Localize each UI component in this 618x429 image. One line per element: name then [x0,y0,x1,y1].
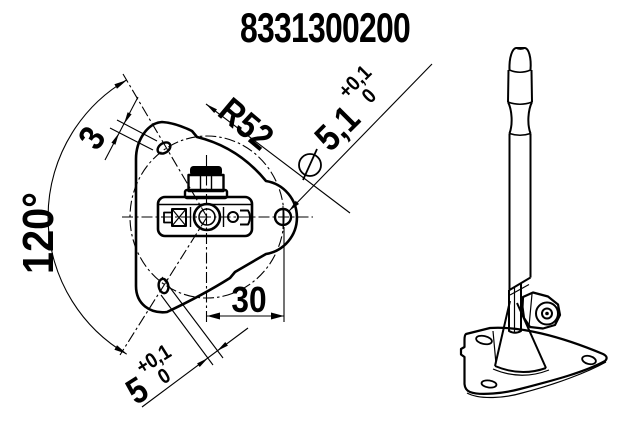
part-number-text: 8331300200 [240,4,411,51]
base-plate-outline [459,326,608,395]
rod-upper-right [530,69,533,103]
spacing-arrow-left [207,312,220,320]
diameter-leader [288,63,433,212]
nut-face-outer [535,301,559,326]
nut-face-dot [545,311,549,316]
spacing-arrow-right [271,312,284,320]
bolt-circle [129,135,285,299]
slot5-dimension-line [141,327,249,408]
slot3-arrow-a [124,112,132,124]
angle-value: 120° [14,192,63,274]
slot3-extension-a [116,119,158,142]
part-number-title: 8331300200 [240,4,411,51]
spacing-value: 30 [231,279,267,320]
gusset-left-edge [494,300,511,367]
gusset-fold-line [492,330,497,365]
slot3-extension-b [109,127,154,151]
arc-arrow-bottom [114,345,127,354]
side-view [459,47,608,399]
rod-joint-2 [507,101,533,106]
rod-waist-left [507,101,513,134]
rod-tip [508,47,532,71]
diameter-arrow [289,200,299,211]
dimension-lines [47,63,433,408]
slot5-extension-a [160,294,214,366]
rod-joint-3 [509,132,531,137]
diameter-tolerance-minus: 0 [357,84,381,108]
rod-tip-top-line [515,47,526,50]
slot5-arrow-a [197,358,208,367]
spacing-dimension-label: 30 [231,282,266,318]
nut-facet-line [528,293,533,327]
gusset-foot-shadow [492,368,550,376]
slot3-arrow-b [111,133,119,145]
slot5-extension-b [161,276,224,359]
angle-dimension-label: 120° [14,192,63,274]
rod-upper-left [507,69,510,103]
front-view [47,63,433,408]
diameter-symbol [298,148,322,181]
base-slot-lower [480,379,498,389]
hinge-hex-nut [521,291,562,330]
rod-joint-1 [509,69,531,74]
slot5-arrow-b [217,342,228,351]
radius-arrow [206,104,217,113]
base-plate [459,326,608,399]
clamp-assembly [156,166,254,238]
base-hole-right [581,354,597,366]
washer-hatch-2 [171,208,187,227]
angle-dimension-arc [47,79,127,355]
slot-tolerance-minus: 0 [153,364,175,389]
rod-waist-right [527,101,533,134]
gusset-foot [494,365,547,373]
slot3-dimension-line [104,96,139,161]
plate-outline [134,120,299,314]
rod-end-inner [509,283,530,296]
radius-leader [205,103,351,214]
radial-centerline-down [119,216,208,356]
arc-arrow-top [114,80,127,89]
nut-face-inner [541,307,553,320]
clamp-strip [508,283,522,334]
antenna-rod [507,47,533,296]
hinge-clamp [508,283,562,334]
base-slot-upper [475,334,493,346]
top-slot-hole [156,141,172,155]
gusset-bracket [492,300,550,376]
base-plate-thickness [466,361,607,399]
gusset-right-edge [516,302,547,369]
